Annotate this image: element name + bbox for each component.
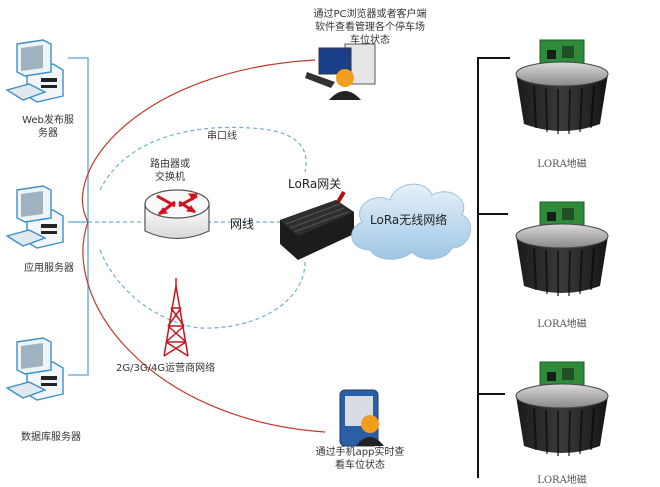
router-label-line2: 交换机 <box>155 172 185 183</box>
db-server-icon <box>6 337 64 401</box>
pc-client-label: 通过PC浏览器或者客户端 软件查看管理各个停车场 车位状态 <box>300 8 440 47</box>
sensor-label-3: LORA地磁 <box>537 475 587 486</box>
cell-tower-icon <box>163 278 189 357</box>
cloud-label: LoRa无线网络 <box>370 213 448 227</box>
serial-line-label: 串口线 <box>207 131 237 142</box>
sensor-label-2: LORA地磁 <box>537 319 587 330</box>
mobile-client-label: 通过手机app实时查 看车位状态 <box>300 446 420 472</box>
db-server-label: 数据库服务器 <box>21 432 81 443</box>
lora-sensor-icon <box>515 361 609 457</box>
pc-client-label-line1: 通过PC浏览器或者客户端 <box>313 9 427 20</box>
cell-tower-label: 2G/3G/4G运营商网络 <box>116 363 216 374</box>
mobile-client-label-line2: 看车位状态 <box>335 460 385 471</box>
gateway-label: LoRa网关 <box>288 177 342 191</box>
mobile-client-label-line1: 通过手机app实时查 <box>315 447 405 458</box>
web-server-icon <box>6 39 64 103</box>
lora-cloud-icon <box>351 183 472 260</box>
lora-sensor-icon <box>515 39 609 135</box>
network-cable-label: 网线 <box>230 217 255 231</box>
router-icon <box>144 189 210 240</box>
web-server-label-line1: Web发布服 <box>22 115 74 126</box>
lora-sensor-icon <box>515 201 609 297</box>
sensor-label-1: LORA地磁 <box>537 159 587 170</box>
web-server-label: Web发布服 务器 <box>18 114 78 140</box>
web-server-label-line2: 务器 <box>38 128 58 139</box>
app-server-icon <box>6 185 64 249</box>
app-server-label: 应用服务器 <box>24 263 74 274</box>
pc-client-label-line3: 车位状态 <box>350 35 390 46</box>
router-label: 路由器或 交换机 <box>140 158 200 184</box>
server-bracket <box>68 57 89 376</box>
sensor-bracket <box>477 57 510 478</box>
pc-client-label-line2: 软件查看管理各个停车场 <box>315 22 425 33</box>
mobile-client-icon <box>339 389 384 447</box>
serial-line <box>99 126 307 191</box>
router-label-line1: 路由器或 <box>150 159 190 170</box>
pc-client-icon <box>305 43 376 100</box>
red-arc-link <box>82 59 326 433</box>
cellular-link <box>99 249 306 329</box>
lora-gateway-icon <box>280 190 354 260</box>
